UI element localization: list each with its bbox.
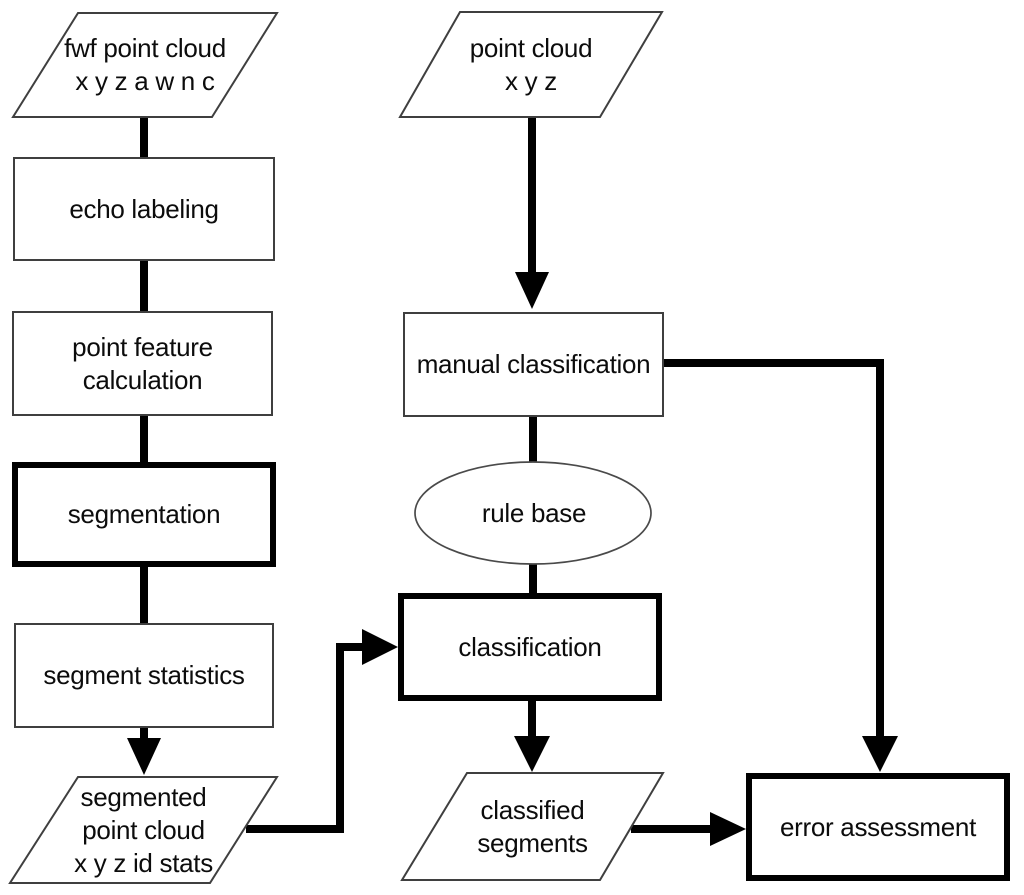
point-feature-calculation-rect: [12, 311, 273, 416]
point-cloud-parallelogram: [398, 11, 664, 118]
manual-classification-rect: [403, 312, 664, 417]
connector-segmented-point-cloud-to-classification: [246, 643, 362, 833]
segment-statistics-rect: [14, 623, 274, 728]
classified-segments-parallelogram: [400, 772, 665, 881]
rule-base-ellipse: [414, 461, 652, 565]
arrowhead-right-error-assessment: [710, 812, 746, 846]
error-assessment-rect: [746, 773, 1010, 881]
classification-rect: [398, 593, 662, 701]
connector-manual-classification-to-error-assessment: [663, 359, 884, 738]
segmented-point-cloud-parallelogram: [8, 776, 279, 884]
arrowhead-down-error-assessment: [862, 736, 898, 772]
arrowhead-right-classification: [362, 629, 398, 665]
arrowhead-down-classified-segments: [514, 736, 550, 772]
arrowhead-down-segmented-point-cloud: [127, 738, 161, 775]
arrowhead-down-manual-classification: [515, 272, 549, 309]
segmentation-rect: [12, 462, 276, 567]
echo-labeling-rect: [13, 157, 275, 261]
fwf-point-cloud-parallelogram: [11, 12, 279, 118]
